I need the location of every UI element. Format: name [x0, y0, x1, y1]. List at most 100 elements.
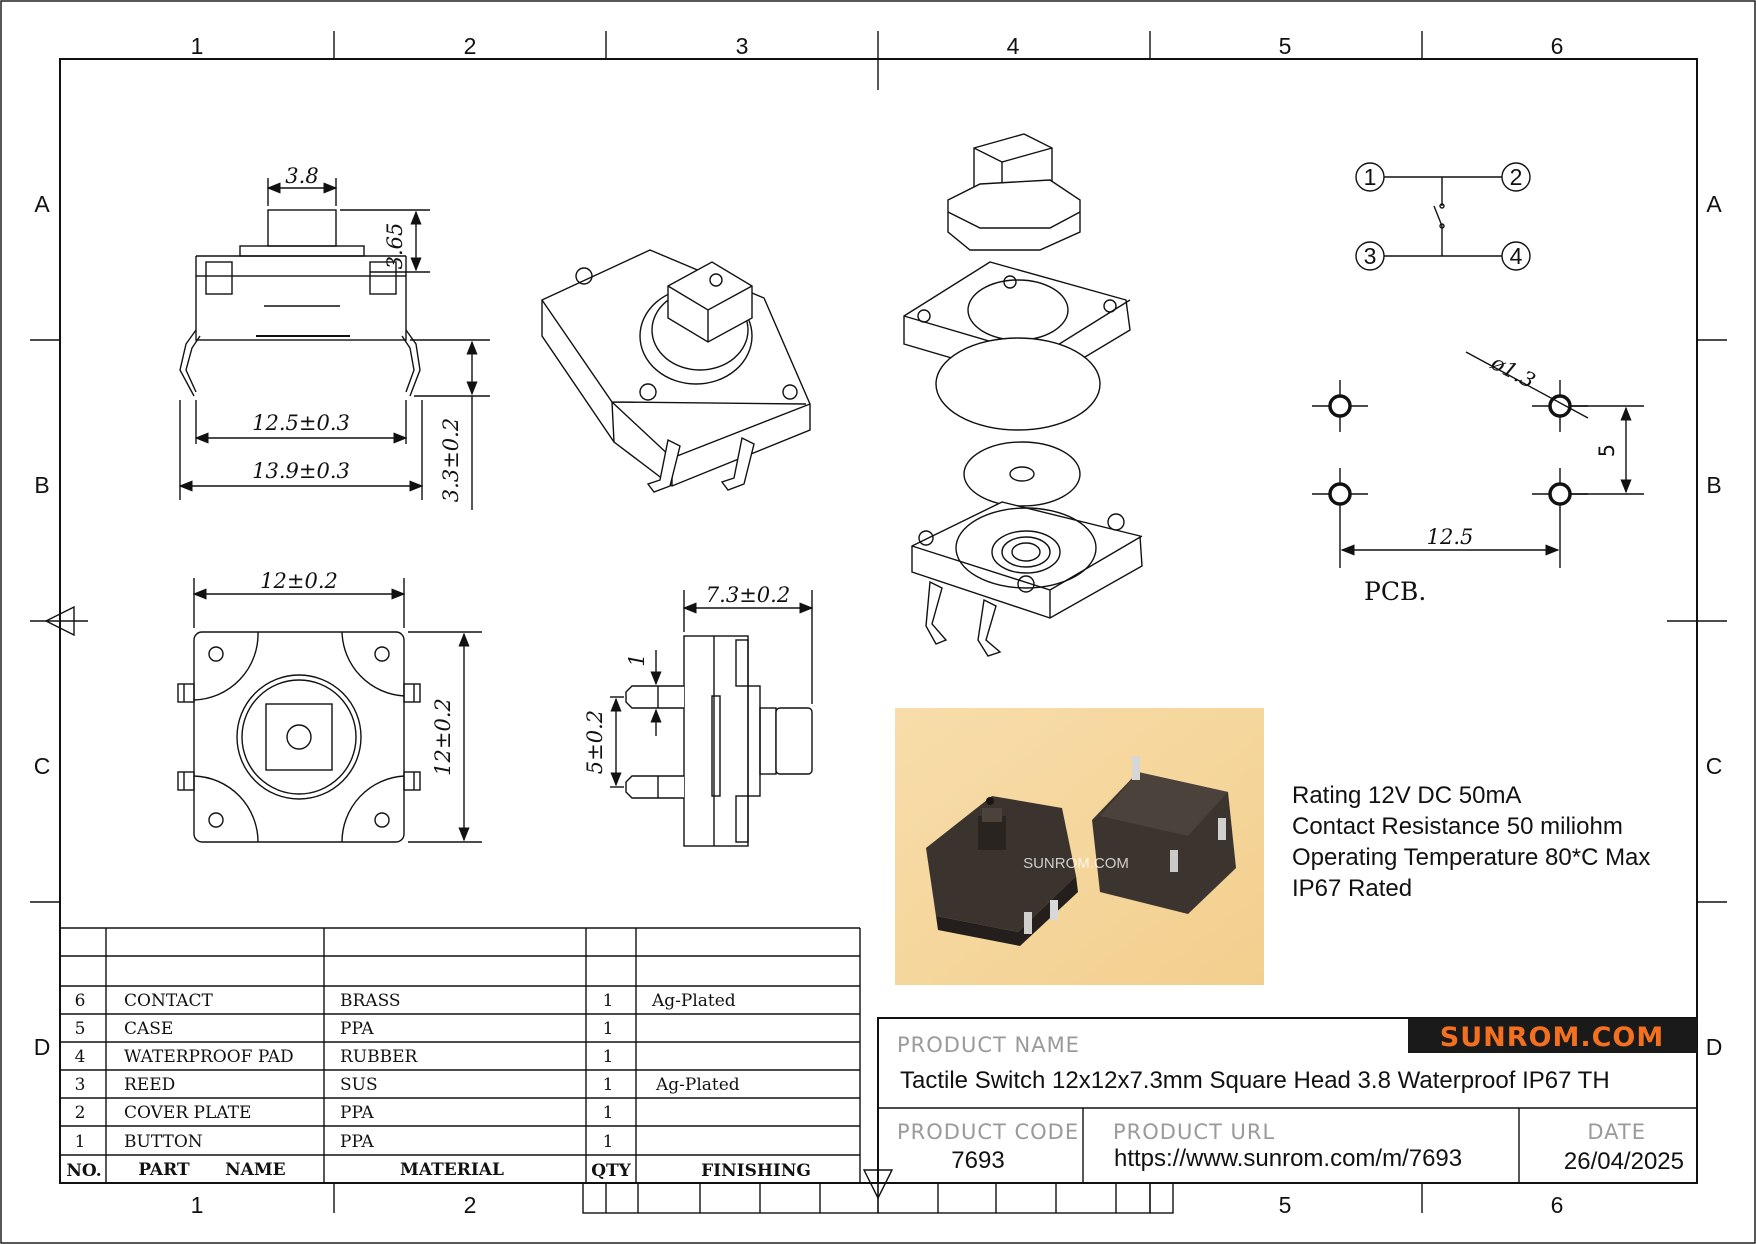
pin-number: 1 — [1364, 164, 1377, 190]
dim-pin-length: 3.3±0.2 — [439, 418, 463, 502]
exploded-view — [903, 133, 1143, 657]
col-label: 2 — [464, 33, 477, 59]
svg-text:1: 1 — [603, 1103, 614, 1123]
dim-pin-pitch: 5±0.2 — [583, 710, 607, 774]
bom-row: 5 CASE PPA 1 — [75, 1019, 614, 1039]
col-label: 6 — [1551, 1192, 1564, 1218]
dim-pcb-vertical: 5 — [1595, 443, 1619, 457]
dim-profile-depth: 7.3±0.2 — [706, 583, 790, 607]
col-label: 1 — [191, 1192, 204, 1218]
col-label: 1 — [191, 33, 204, 59]
row-label: D — [34, 1034, 51, 1060]
svg-text:1: 1 — [603, 1132, 614, 1152]
dim-inner-width: 12.5±0.3 — [252, 411, 350, 435]
svg-text:Ag-Plated: Ag-Plated — [655, 1075, 740, 1095]
product-photo: SUNROM.COM — [895, 708, 1264, 985]
product-code: 7693 — [951, 1147, 1004, 1174]
row-label: C — [1706, 753, 1723, 779]
svg-text:BRASS: BRASS — [340, 991, 401, 1011]
svg-text:6: 6 — [75, 991, 86, 1011]
title-block: SUNROM.COM PRODUCT NAME Tactile Switch 1… — [877, 1017, 1698, 1184]
pcb-footprint: ø1.3 5 12.5 PCB. — [1312, 350, 1644, 606]
photo-watermark: SUNROM.COM — [1023, 855, 1129, 872]
top-view: 12±0.2 12±0.2 — [177, 569, 482, 843]
svg-text:5: 5 — [75, 1019, 86, 1039]
svg-text:PPA: PPA — [340, 1103, 374, 1123]
dim-button-width: 3.8 — [285, 164, 318, 188]
product-name: Tactile Switch 12x12x7.3mm Square Head 3… — [900, 1067, 1610, 1094]
svg-text:1: 1 — [603, 1075, 614, 1095]
svg-text:FINISHING: FINISHING — [701, 1161, 811, 1181]
svg-text:WATERPROOF PAD: WATERPROOF PAD — [124, 1047, 294, 1067]
dim-button-height: 3.65 — [383, 223, 407, 270]
col-label: 3 — [736, 33, 749, 59]
col-label: 2 — [464, 1192, 477, 1218]
bom-header: NO. PART NAME MATERIAL QTY FINISHING — [66, 1160, 811, 1181]
row-label: C — [34, 753, 51, 779]
svg-text:1: 1 — [75, 1132, 86, 1152]
col-label: 4 — [1007, 33, 1020, 59]
spec-line: Rating 12V DC 50mA — [1292, 782, 1521, 809]
column-labels-bottom: 1 2 5 6 — [191, 1192, 1564, 1218]
pin-number: 3 — [1364, 243, 1377, 269]
bom-row: 3 REED SUS 1 Ag-Plated — [75, 1075, 740, 1095]
date-value: 26/04/2025 — [1564, 1148, 1684, 1175]
spec-line: Operating Temperature 80*C Max — [1292, 844, 1650, 871]
row-label: B — [34, 472, 49, 498]
pin-number: 4 — [1510, 243, 1523, 269]
spec-line: IP67 Rated — [1292, 875, 1412, 902]
svg-text:NO.: NO. — [66, 1161, 101, 1181]
svg-text:CONTACT: CONTACT — [124, 991, 214, 1011]
brand-badge — [1408, 1018, 1697, 1053]
profile-view: 7.3±0.2 1 5±0.2 — [583, 583, 814, 847]
product-url-label: PRODUCT URL — [1113, 1120, 1275, 1144]
side-view: 3.8 3.65 12.5±0.3 13.9±0.3 3.3±0.2 — [178, 164, 490, 510]
svg-text:1: 1 — [603, 1019, 614, 1039]
svg-text:PPA: PPA — [340, 1132, 374, 1152]
bom-table: 6 CONTACT BRASS 1 Ag-Plated 5 CASE PPA 1… — [60, 927, 861, 1183]
column-labels-top: 1 2 3 4 5 6 — [191, 33, 1564, 59]
row-labels-right: A B C D — [1706, 191, 1723, 1060]
svg-text:Ag-Plated: Ag-Plated — [651, 991, 736, 1011]
brand-logo: SUNROM.COM — [1440, 1022, 1664, 1053]
product-code-label: PRODUCT CODE — [897, 1120, 1079, 1144]
switch-schematic: 1 2 3 4 — [1355, 162, 1531, 271]
svg-text:2: 2 — [75, 1103, 86, 1123]
bom-row: 1 BUTTON PPA 1 — [75, 1132, 614, 1152]
svg-text:COVER PLATE: COVER PLATE — [124, 1103, 251, 1123]
spec-list: Rating 12V DC 50mA Contact Resistance 50… — [1292, 782, 1650, 902]
spec-line: Contact Resistance 50 miliohm — [1292, 813, 1623, 840]
dim-top-width: 12±0.2 — [260, 569, 338, 593]
svg-text:CASE: CASE — [124, 1019, 173, 1039]
svg-text:4: 4 — [75, 1047, 86, 1067]
dim-outer-width: 13.9±0.3 — [252, 459, 350, 483]
svg-text:1: 1 — [603, 1047, 614, 1067]
row-labels-left: A B C D — [34, 191, 51, 1060]
svg-text:REED: REED — [124, 1075, 175, 1095]
dim-pcb-horizontal: 12.5 — [1427, 525, 1474, 549]
row-label: D — [1706, 1034, 1723, 1060]
dim-pin-thickness: 1 — [625, 653, 649, 666]
pcb-label: PCB. — [1364, 577, 1426, 606]
date-label: DATE — [1587, 1120, 1646, 1144]
col-label: 5 — [1279, 33, 1292, 59]
col-label: 6 — [1551, 33, 1564, 59]
svg-text:3: 3 — [75, 1075, 86, 1095]
svg-text:RUBBER: RUBBER — [340, 1047, 419, 1067]
bom-row: 2 COVER PLATE PPA 1 — [75, 1103, 614, 1123]
bom-row: 4 WATERPROOF PAD RUBBER 1 — [75, 1047, 614, 1067]
col-label: 5 — [1279, 1192, 1292, 1218]
row-label: A — [34, 191, 50, 217]
isometric-view — [541, 249, 811, 493]
svg-text:1: 1 — [603, 991, 614, 1011]
svg-text:BUTTON: BUTTON — [124, 1132, 203, 1152]
svg-text:PART NAME: PART NAME — [138, 1160, 285, 1180]
pin-number: 2 — [1510, 164, 1523, 190]
bom-row: 6 CONTACT BRASS 1 Ag-Plated — [75, 991, 736, 1011]
svg-text:PPA: PPA — [340, 1019, 374, 1039]
svg-text:SUS: SUS — [340, 1075, 378, 1095]
row-label: A — [1706, 191, 1722, 217]
product-url: https://www.sunrom.com/m/7693 — [1114, 1145, 1462, 1172]
svg-text:MATERIAL: MATERIAL — [400, 1160, 504, 1180]
